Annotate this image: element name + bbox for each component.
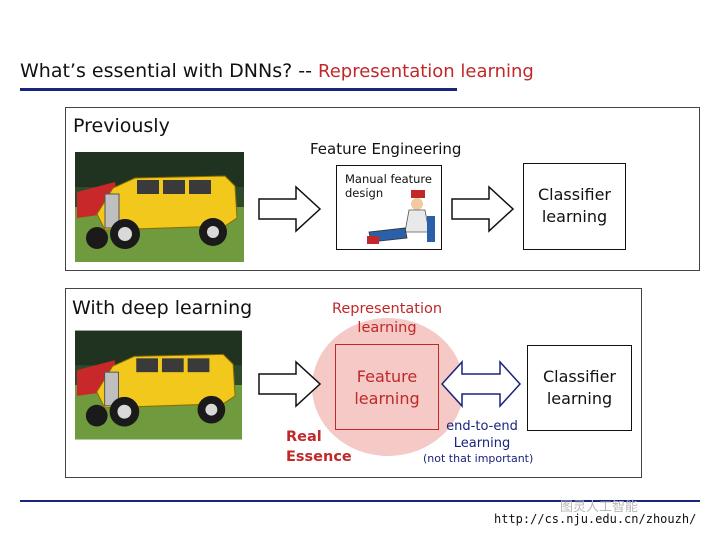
- classifier-box-previously: Classifier learning: [523, 163, 626, 250]
- car-illustration: [75, 152, 244, 262]
- manual-feature-line-1: Manual feature: [345, 172, 432, 186]
- arrow-right-icon: [258, 185, 322, 233]
- watermark-logo: 图灵人工智能: [560, 500, 639, 515]
- title-accent: Representation learning: [318, 61, 534, 82]
- classifier-line-2: learning: [546, 389, 613, 408]
- double-arrow-icon: [440, 360, 522, 408]
- representation-learning-label: Representation learning: [326, 300, 448, 338]
- classifier-line-1: Classifier: [537, 185, 612, 204]
- footer-url[interactable]: http://cs.nju.edu.cn/zhouzh/: [494, 512, 697, 526]
- representation-line-2: learning: [357, 320, 417, 336]
- classifier-line-2: learning: [541, 207, 608, 226]
- slide-title: What’s essential with DNNs? -- Represent…: [20, 60, 534, 82]
- title-main: What’s essential with DNNs? --: [20, 60, 312, 82]
- end-to-end-line-1: end-to-end: [446, 419, 518, 434]
- feature-learning-box: Feature learning: [335, 344, 439, 430]
- real-essence-line-2: Essence: [286, 449, 352, 465]
- classifier-box-deep: Classifier learning: [527, 345, 632, 431]
- arrow-right-icon: [451, 185, 515, 233]
- panel-previously-label: Previously: [73, 115, 170, 137]
- real-essence-line-1: Real: [286, 429, 322, 445]
- car-illustration: [75, 330, 242, 440]
- feature-learning-line-2: learning: [354, 389, 420, 408]
- panel-deep-label: With deep learning: [72, 297, 253, 319]
- car-photo: [75, 330, 242, 440]
- feature-engineering-label: Feature Engineering: [310, 140, 462, 158]
- real-essence-label: Real Essence: [286, 427, 352, 467]
- footer-rule: [20, 500, 700, 502]
- end-to-end-line-2: Learning: [453, 436, 511, 451]
- engineer-figure-icon: [367, 190, 435, 244]
- title-underline: [20, 88, 457, 91]
- manual-feature-box: Manual feature design: [336, 165, 442, 250]
- watermark: 图灵人工智能: [560, 496, 638, 515]
- representation-line-1: Representation: [331, 301, 443, 317]
- car-photo: [75, 152, 244, 262]
- classifier-line-1: Classifier: [542, 367, 617, 386]
- not-important-label: (not that important): [423, 452, 534, 465]
- arrow-right-icon: [258, 360, 322, 408]
- feature-learning-line-1: Feature: [356, 367, 418, 386]
- manual-feature-line-2: design: [345, 186, 384, 200]
- end-to-end-label: end-to-end Learning: [434, 418, 530, 452]
